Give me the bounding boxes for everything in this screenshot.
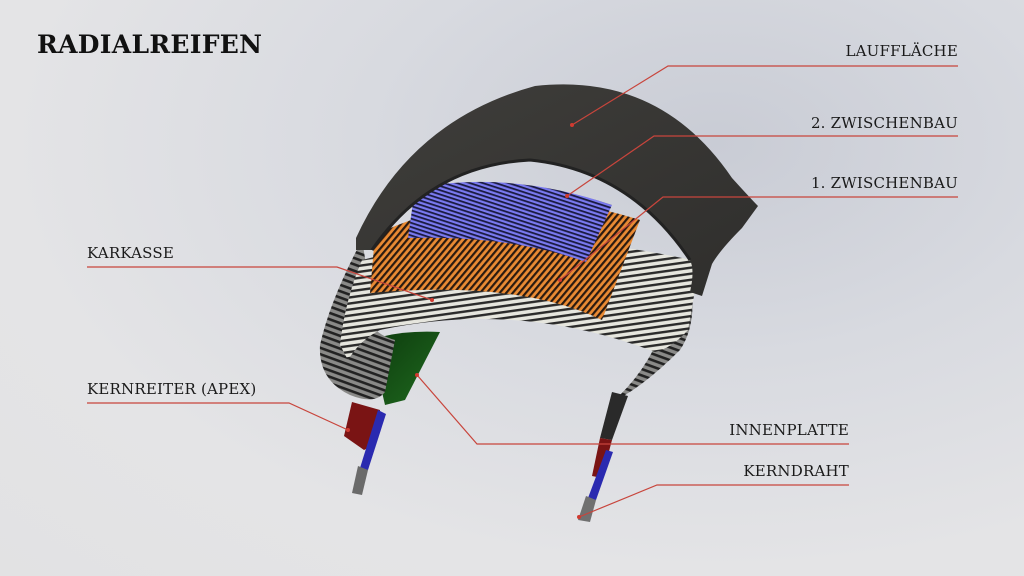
leader-dot-kerndraht bbox=[577, 515, 581, 519]
label-karkasse: KARKASSE bbox=[87, 244, 174, 262]
leader-lines bbox=[87, 65, 958, 519]
kerndraht-left bbox=[352, 466, 368, 495]
leader-dot-kernreiter bbox=[346, 428, 350, 432]
leader-line-kernreiter bbox=[87, 402, 349, 431]
leader-dot-zwischenbau-2 bbox=[565, 194, 569, 198]
leader-dot-innenplatte bbox=[415, 373, 419, 377]
kernreiter-right bbox=[592, 438, 612, 478]
label-lauffläche: LAUFFLÄCHE bbox=[845, 42, 958, 60]
leader-dot-karkasse bbox=[430, 298, 434, 302]
leader-line-karkasse bbox=[87, 266, 433, 301]
zwischenbau-2-shape bbox=[408, 181, 612, 262]
label-zwischenbau-1: 1. ZWISCHENBAU bbox=[810, 174, 958, 192]
label-kernreiter-apex: KERNREITER (APEX) bbox=[87, 380, 257, 398]
label-kerndraht: KERNDRAHT bbox=[743, 462, 849, 480]
leader-line-zwischenbau-1 bbox=[559, 196, 958, 281]
leader-line-lauffläche bbox=[571, 65, 958, 126]
kerndraht-right-wrap bbox=[588, 450, 613, 500]
leader-line-zwischenbau-2 bbox=[566, 135, 958, 197]
label-zwischenbau-2: 2. ZWISCHENBAU bbox=[810, 114, 958, 132]
label-innenplatte: INNENPLATTE bbox=[729, 421, 849, 439]
diagram-title: RADIALREIFEN bbox=[37, 30, 263, 59]
leader-dot-zwischenbau-1 bbox=[558, 278, 562, 282]
leader-dot-lauffläche bbox=[570, 123, 574, 127]
kerndraht-left-wrap bbox=[360, 410, 386, 470]
kerndraht-right bbox=[578, 496, 596, 522]
lauffläche-shape bbox=[356, 84, 758, 296]
leader-line-innenplatte bbox=[416, 374, 849, 445]
leader-line-kerndraht bbox=[578, 484, 849, 518]
